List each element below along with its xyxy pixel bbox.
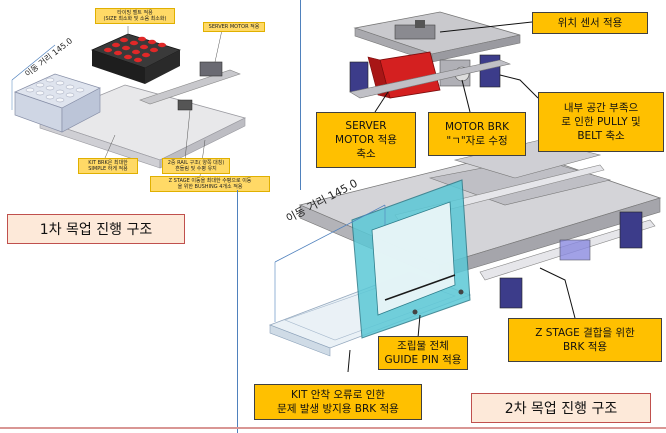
callout-position-sensor: 위치 센서 적용 [532, 12, 648, 34]
callout-z-stage-brk: Z STAGE 결합을 위한 BRK 적용 [508, 318, 662, 362]
stage1-rail [139, 69, 241, 105]
stage1-panel: 이동 거리 145.0 타이밍 벨트 적용 (SIZE 최소화 및 소음 최소화… [0, 0, 300, 192]
stage1-note-timing-belt: 타이밍 벨트 적용 (SIZE 최소화 및 소음 최소화) [95, 8, 175, 24]
stage2-dimension-line [274, 204, 386, 263]
stage2-guide-pin [412, 309, 418, 315]
stage1-drawing [11, 26, 247, 177]
stage1-note-kit-brk: KIT BRK은 최대한 SIMPLE 하게 적용 [78, 158, 138, 174]
stage1-note-z-stage: Z STAGE 이동을 최대한 수평으로 이동 을 위한 BUSHING 4개소… [150, 176, 270, 192]
stage1-note-server-motor: SERVER MOTOR 적용 [203, 22, 265, 32]
callout-server-motor: SERVER MOTOR 적용 축소 [316, 112, 416, 168]
callout-guide-pin: 조립물 전체 GUIDE PIN 적용 [378, 336, 468, 370]
stage1-motor [199, 61, 223, 77]
stage1-dimension-line [11, 44, 56, 81]
stage2-z-stage-brk [499, 277, 523, 309]
stage1-note-rail: 2중 RAIL 구조( 양쪽 대칭) 흔들림 및 수평 유지 [162, 158, 230, 174]
stage2-label: 2차 목업 진행 구조 [471, 393, 651, 423]
stage1-label: 1차 목업 진행 구조 [7, 214, 185, 244]
callout-motor-brk: MOTOR BRK "ㄱ"자로 수정 [428, 112, 526, 156]
bottom-divider [0, 427, 666, 429]
callout-inner-space: 내부 공간 부족으 로 인한 PULLY 및 BELT 축소 [538, 92, 664, 152]
callout-kit-error: KIT 안착 오류로 인한 문제 발생 방지용 BRK 적용 [254, 384, 422, 420]
divider-vertical-bottom [237, 190, 238, 433]
divider-vertical-top [300, 0, 301, 190]
